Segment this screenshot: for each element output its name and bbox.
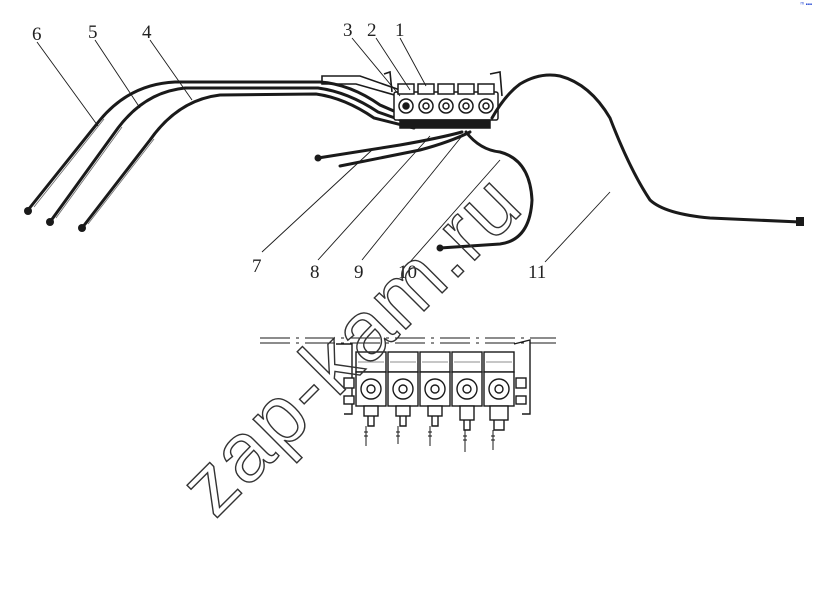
centerlines	[260, 337, 556, 344]
hose-10	[438, 130, 534, 250]
hose-ends-left	[24, 207, 86, 232]
valve-section-4	[451, 351, 483, 431]
watermark: zap-kam.ru	[161, 154, 540, 533]
hose-7-end	[314, 154, 322, 162]
fitting-arrows	[364, 426, 495, 452]
hose-6-end	[24, 207, 32, 215]
hose-4-end	[78, 224, 86, 232]
hose-bundle-left	[26, 80, 416, 230]
hose-5-end	[46, 218, 54, 226]
callout-3: 3	[343, 20, 353, 41]
callout-1: 1	[395, 20, 405, 41]
valve-section-1	[355, 351, 387, 427]
callout-11: 11	[528, 262, 546, 283]
valve-section-3	[419, 351, 451, 427]
valve-block-top	[393, 83, 499, 129]
callout-8: 8	[310, 262, 320, 283]
hose-11-end	[796, 217, 804, 226]
bracket-right	[513, 339, 531, 415]
valve-section-5	[483, 351, 515, 431]
callout-5: 5	[88, 22, 98, 43]
hose-7	[316, 130, 464, 160]
corner-mark: ᵐ ▪▪▪	[800, 2, 812, 8]
callout-4: 4	[142, 22, 152, 43]
hose-bundle-right	[316, 73, 802, 250]
hose-4	[80, 92, 416, 230]
callout-10: 10	[398, 262, 417, 283]
hose-inner-lines	[33, 118, 155, 225]
callout-6: 6	[32, 24, 42, 45]
callout-2: 2	[367, 20, 377, 41]
valve-section-2	[387, 351, 419, 427]
callout-7: 7	[252, 256, 262, 277]
valve-block-detail	[336, 339, 531, 431]
hose-10-end	[436, 244, 444, 252]
leader-lines-top	[36, 37, 611, 263]
hose-5	[48, 86, 414, 224]
callout-9: 9	[354, 262, 364, 283]
hose-ends-right	[314, 154, 804, 252]
hose-11	[490, 73, 802, 224]
hose-8	[338, 130, 472, 168]
watermark-text: zap-kam.ru	[161, 155, 539, 533]
hose-6	[26, 80, 412, 212]
callout-labels: 6 5 4 3 2 1 7 8 9 10 11	[32, 20, 546, 283]
